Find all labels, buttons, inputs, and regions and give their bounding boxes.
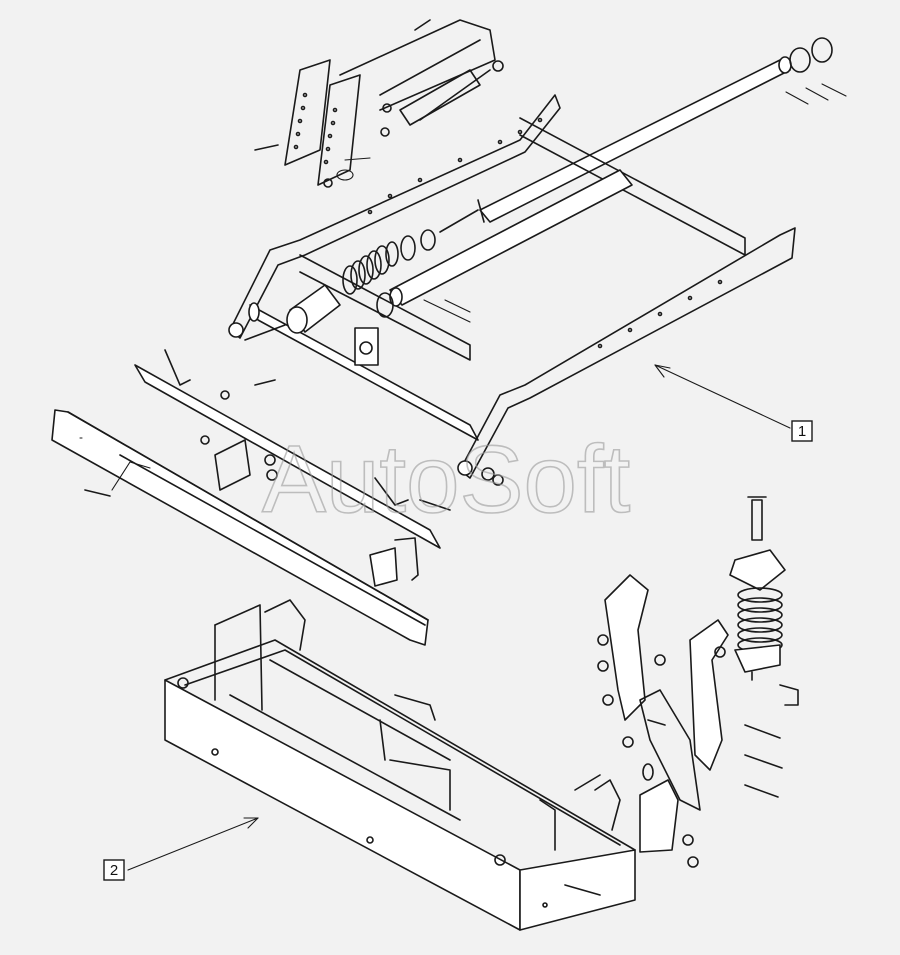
callout-1-label: 1 [798,423,806,440]
callout-1: 1 [654,364,813,442]
watermark-text: AutoSoft [262,426,630,533]
callout-2-label: 2 [110,862,118,879]
rail-holes [367,117,723,349]
lower-crossbars [51,349,451,646]
top-linkage [254,19,504,188]
callout-2: 2 [103,817,259,881]
upper-frame-assembly [228,37,847,486]
lower-frame [164,599,636,931]
spring-bracket-assembly [597,496,799,868]
